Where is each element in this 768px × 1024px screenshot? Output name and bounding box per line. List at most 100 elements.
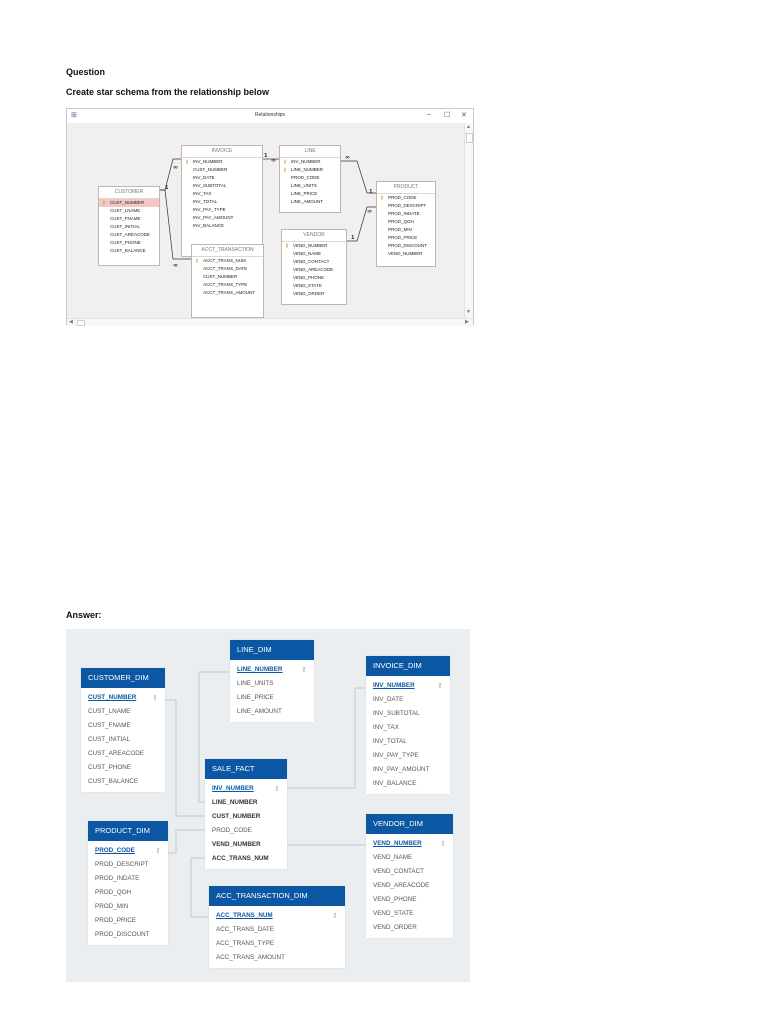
- field-prod-code[interactable]: PROD_CODE: [280, 174, 340, 182]
- field-cust-number[interactable]: CUST_NUMBER⚷: [81, 691, 165, 705]
- field-cust-initial[interactable]: CUST_INITIAL: [99, 223, 159, 231]
- field-prod-descript[interactable]: PROD_DESCRIPT: [88, 858, 168, 872]
- field-acc-trans-num[interactable]: ACC_TRANS_NUM⚷: [209, 909, 345, 923]
- field-inv-total[interactable]: INV_TOTAL: [366, 735, 450, 749]
- scroll-thumb-horizontal[interactable]: [77, 320, 85, 326]
- field-prod-code[interactable]: PROD_CODE: [205, 824, 287, 838]
- field-vend-name[interactable]: VEND_NAME: [282, 250, 346, 258]
- field-line-units[interactable]: LINE_UNITS: [280, 182, 340, 190]
- field-cust-number[interactable]: ⚷CUST_NUMBER: [99, 199, 159, 207]
- field-vend-number[interactable]: ⚷VEND_NUMBER: [282, 242, 346, 250]
- maximize-button[interactable]: ☐: [444, 112, 451, 119]
- field-acct-trans-num[interactable]: ⚷ACCT_TRANS_NUM: [192, 257, 263, 265]
- field-prod-indate[interactable]: PROD_INDATE: [88, 872, 168, 886]
- scroll-thumb[interactable]: [466, 133, 473, 143]
- field-vend-state[interactable]: VEND_STATE: [366, 907, 453, 921]
- field-acc-trans-type[interactable]: ACC_TRANS_TYPE: [209, 937, 345, 951]
- field-acc-trans-num[interactable]: ACC_TRANS_NUM: [205, 852, 287, 866]
- field-vend-state[interactable]: VEND_STATE: [282, 282, 346, 290]
- horizontal-scrollbar[interactable]: ◀ ▶: [67, 318, 473, 326]
- field-vend-number[interactable]: VEND_NUMBER: [205, 838, 287, 852]
- field-prod-qoh[interactable]: PROD_QOH: [88, 886, 168, 900]
- field-cust-lname[interactable]: CUST_LNAME: [81, 705, 165, 719]
- field-acct-trans-date[interactable]: ACCT_TRANS_DATE: [192, 265, 263, 273]
- field-inv-number[interactable]: INV_NUMBER⚷: [366, 679, 450, 693]
- field-vend-phone[interactable]: VEND_PHONE: [282, 274, 346, 282]
- field-prod-discount[interactable]: PROD_DISCOUNT: [377, 242, 435, 250]
- field-acct-trans-amount[interactable]: ACCT_TRANS_AMOUNT: [192, 289, 263, 297]
- field-line-units[interactable]: LINE_UNITS: [230, 677, 314, 691]
- field-vend-contact[interactable]: VEND_CONTACT: [282, 258, 346, 266]
- field-inv-pay-type[interactable]: INV_PAY_TYPE: [366, 749, 450, 763]
- field-cust-balance[interactable]: CUST_BALANCE: [81, 775, 165, 789]
- field-inv-tax[interactable]: INV_TAX: [366, 721, 450, 735]
- field-inv-tax[interactable]: INV_TAX: [182, 190, 262, 198]
- field-inv-pay-amount[interactable]: INV_PAY_AMOUNT: [366, 763, 450, 777]
- field-prod-price[interactable]: PROD_PRICE: [377, 234, 435, 242]
- field-acct-trans-type[interactable]: ACCT_TRANS_TYPE: [192, 281, 263, 289]
- field-vend-number[interactable]: VEND_NUMBER: [377, 250, 435, 258]
- field-cust-initial[interactable]: CUST_INITIAL: [81, 733, 165, 747]
- field-cust-areacode[interactable]: CUST_AREACODE: [81, 747, 165, 761]
- field-cust-balance[interactable]: CUST_BALANCE: [99, 247, 159, 255]
- field-cust-phone[interactable]: CUST_PHONE: [99, 239, 159, 247]
- field-line-number[interactable]: ⚷LINE_NUMBER: [280, 166, 340, 174]
- close-button[interactable]: ✕: [461, 112, 467, 119]
- scroll-left-icon[interactable]: ◀: [69, 319, 73, 325]
- field-inv-number[interactable]: INV_NUMBER⚷: [205, 782, 287, 796]
- field-inv-number[interactable]: ⚷INV_NUMBER: [182, 158, 262, 166]
- field-inv-number[interactable]: ⚷INV_NUMBER: [280, 158, 340, 166]
- field-cust-number[interactable]: CUST_NUMBER: [182, 166, 262, 174]
- field-vend-number[interactable]: VEND_NUMBER⚷: [366, 837, 453, 851]
- field-inv-subtotal[interactable]: INV_SUBTOTAL: [182, 182, 262, 190]
- vertical-scrollbar[interactable]: ▲ ▼: [464, 123, 473, 318]
- field-line-number[interactable]: LINE_NUMBER: [205, 796, 287, 810]
- field-vend-order[interactable]: VEND_ORDER: [366, 921, 453, 935]
- field-prod-indate[interactable]: PROD_INDATE: [377, 210, 435, 218]
- field-line-price[interactable]: LINE_PRICE: [230, 691, 314, 705]
- field-prod-discount[interactable]: PROD_DISCOUNT: [88, 928, 168, 942]
- field-line-number[interactable]: LINE_NUMBER⚷: [230, 663, 314, 677]
- field-cust-fname[interactable]: CUST_FNAME: [81, 719, 165, 733]
- field-vend-areacode[interactable]: VEND_AREACODE: [366, 879, 453, 893]
- field-inv-balance[interactable]: INV_BALANCE: [366, 777, 450, 791]
- field-vend-order[interactable]: VEND_ORDER: [282, 290, 346, 298]
- field-inv-balance[interactable]: INV_BALANCE: [182, 222, 262, 230]
- field-cust-fname[interactable]: CUST_FNAME: [99, 215, 159, 223]
- field-line-amount[interactable]: LINE_AMOUNT: [280, 198, 340, 206]
- scroll-down-icon[interactable]: ▼: [466, 309, 471, 315]
- field-prod-min[interactable]: PROD_MIN: [377, 226, 435, 234]
- field-inv-pay-type[interactable]: INV_PAY_TYPE: [182, 206, 262, 214]
- field-inv-date[interactable]: INV_DATE: [182, 174, 262, 182]
- field-acc-trans-amount[interactable]: ACC_TRANS_AMOUNT: [209, 951, 345, 965]
- field-prod-price[interactable]: PROD_PRICE: [88, 914, 168, 928]
- field-inv-pay-amount[interactable]: INV_PAY_AMOUNT: [182, 214, 262, 222]
- field-vend-areacode[interactable]: VEND_AREACODE: [282, 266, 346, 274]
- field-cust-phone[interactable]: CUST_PHONE: [81, 761, 165, 775]
- field-cust-lname[interactable]: CUST_LNAME: [99, 207, 159, 215]
- field-prod-min[interactable]: PROD_MIN: [88, 900, 168, 914]
- field-inv-date[interactable]: INV_DATE: [366, 693, 450, 707]
- field-line-amount[interactable]: LINE_AMOUNT: [230, 705, 314, 719]
- field-vend-contact[interactable]: VEND_CONTACT: [366, 865, 453, 879]
- field-prod-qoh[interactable]: PROD_QOH: [377, 218, 435, 226]
- field-vend-phone[interactable]: VEND_PHONE: [366, 893, 453, 907]
- field-cust-areacode[interactable]: CUST_AREACODE: [99, 231, 159, 239]
- field-line-price[interactable]: LINE_PRICE: [280, 190, 340, 198]
- field-cust-number[interactable]: CUST_NUMBER: [192, 273, 263, 281]
- scroll-up-icon[interactable]: ▲: [466, 124, 471, 130]
- field-inv-subtotal[interactable]: INV_SUBTOTAL: [366, 707, 450, 721]
- field-prod-descript[interactable]: PROD_DESCRIPT: [377, 202, 435, 210]
- field-cust-number[interactable]: CUST_NUMBER: [205, 810, 287, 824]
